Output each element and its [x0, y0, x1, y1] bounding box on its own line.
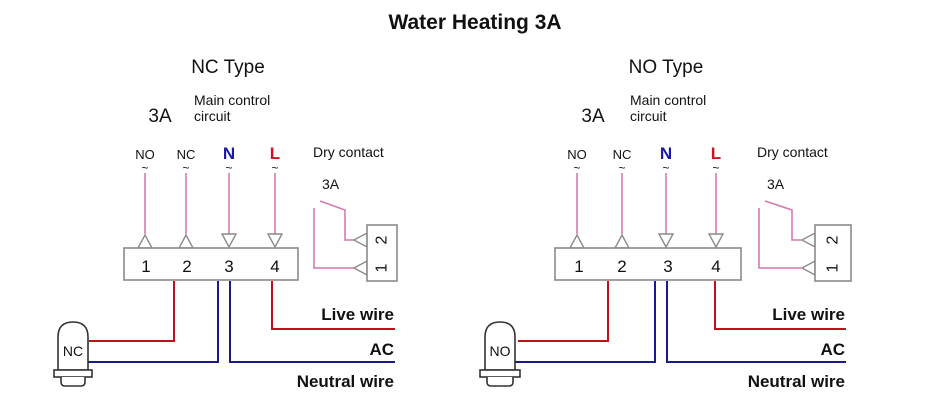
dry-contact-pin-1: 1: [374, 263, 391, 272]
arrow-left-icon: [800, 259, 816, 277]
panel-heading: NC Type: [191, 57, 265, 78]
rating-label: 3A: [148, 106, 172, 127]
ac-tilde-icon: ~: [271, 161, 278, 175]
live-wire-label: Live wire: [772, 305, 845, 324]
ac-tilde-icon: ~: [141, 161, 148, 175]
dry-contact-label: Dry contact: [757, 144, 828, 160]
lamp-icon: [53, 321, 93, 387]
arrow-down-icon: [657, 233, 675, 249]
dry-contact-rating: 3A: [322, 176, 340, 192]
terminal-number-4: 4: [711, 257, 720, 276]
arrow-down-icon: [220, 233, 238, 249]
terminal-block: [123, 247, 299, 281]
terminal-number-1: 1: [574, 257, 583, 276]
terminal-number-4: 4: [270, 257, 279, 276]
signal-wires: [576, 173, 717, 234]
switch-blade: [764, 200, 801, 241]
ac-label: AC: [369, 340, 394, 359]
neutral-supply-wire: [666, 281, 846, 363]
dry-contact-rating: 3A: [767, 176, 785, 192]
terminal-number-2: 2: [182, 257, 191, 276]
dry-contact-switch: [758, 200, 801, 269]
neutral-supply-wire: [229, 281, 395, 363]
diagram-title: Water Heating 3A: [388, 11, 561, 34]
lamp-live-wire: [89, 281, 175, 342]
lamp-neutral-wire: [515, 281, 656, 363]
terminal-label-nc: NC: [177, 147, 196, 162]
live-wire-label: Live wire: [321, 305, 394, 324]
lamp-neutral-wire: [88, 281, 219, 363]
dry-contact-pin-2: 2: [825, 235, 842, 244]
panel-nc-type: NC Type 3A Main control circuit NO NC N …: [53, 57, 398, 391]
ac-tilde-icon: ~: [618, 161, 625, 175]
arrow-up-icon: [568, 233, 586, 249]
main-control-label-line1: Main control: [194, 92, 270, 108]
lamp-icon: [479, 321, 521, 387]
ac-tilde-icon: ~: [573, 161, 580, 175]
ac-tilde-icon: ~: [712, 161, 719, 175]
neutral-wire-label: Neutral wire: [748, 372, 845, 391]
switch-return: [313, 208, 354, 269]
arrow-left-icon: [352, 231, 368, 249]
arrow-up-icon: [177, 233, 195, 249]
dry-contact-block: [366, 224, 398, 282]
terminal-label-live: L: [270, 144, 280, 163]
terminal-number-1: 1: [141, 257, 150, 276]
ac-tilde-icon: ~: [662, 161, 669, 175]
dry-contact-block: [814, 224, 852, 282]
panel-heading: NO Type: [629, 57, 704, 78]
arrow-left-icon: [800, 231, 816, 249]
terminal-block: [554, 247, 742, 281]
dry-contact-pin-1: 1: [825, 263, 842, 272]
ac-tilde-icon: ~: [225, 161, 232, 175]
arrow-down-icon: [707, 233, 725, 249]
terminal-number-3: 3: [224, 257, 233, 276]
terminal-label-live: L: [711, 144, 721, 163]
terminal-number-2: 2: [617, 257, 626, 276]
rating-label: 3A: [581, 106, 605, 127]
switch-blade: [319, 200, 354, 241]
arrow-up-icon: [136, 233, 154, 249]
terminal-label-no: NO: [567, 147, 587, 162]
live-supply-wire: [714, 281, 846, 330]
terminal-label-no: NO: [135, 147, 155, 162]
terminal-number-3: 3: [663, 257, 672, 276]
switch-return: [758, 208, 801, 269]
lamp-label: NC: [63, 343, 83, 359]
main-control-label-line2: circuit: [630, 108, 667, 124]
terminal-label-neutral: N: [660, 144, 672, 163]
live-supply-wire: [271, 281, 395, 330]
terminal-arrows: [136, 233, 284, 249]
dry-contact-label: Dry contact: [313, 144, 384, 160]
arrow-left-icon: [352, 259, 368, 277]
neutral-wire-label: Neutral wire: [297, 372, 394, 391]
ac-tilde-icon: ~: [182, 161, 189, 175]
lamp-live-wire: [518, 281, 609, 342]
main-control-label-line2: circuit: [194, 108, 231, 124]
terminal-label-neutral: N: [223, 144, 235, 163]
main-control-label-line1: Main control: [630, 92, 706, 108]
panel-no-type: NO Type 3A Main control circuit NO NC N …: [479, 57, 852, 391]
dry-contact-switch: [313, 200, 354, 269]
terminal-label-nc: NC: [613, 147, 632, 162]
signal-wires: [144, 173, 276, 234]
ac-label: AC: [820, 340, 845, 359]
terminal-arrows: [568, 233, 725, 249]
arrow-down-icon: [266, 233, 284, 249]
lamp-label: NO: [490, 343, 511, 359]
dry-contact-pin-2: 2: [374, 235, 391, 244]
arrow-up-icon: [613, 233, 631, 249]
